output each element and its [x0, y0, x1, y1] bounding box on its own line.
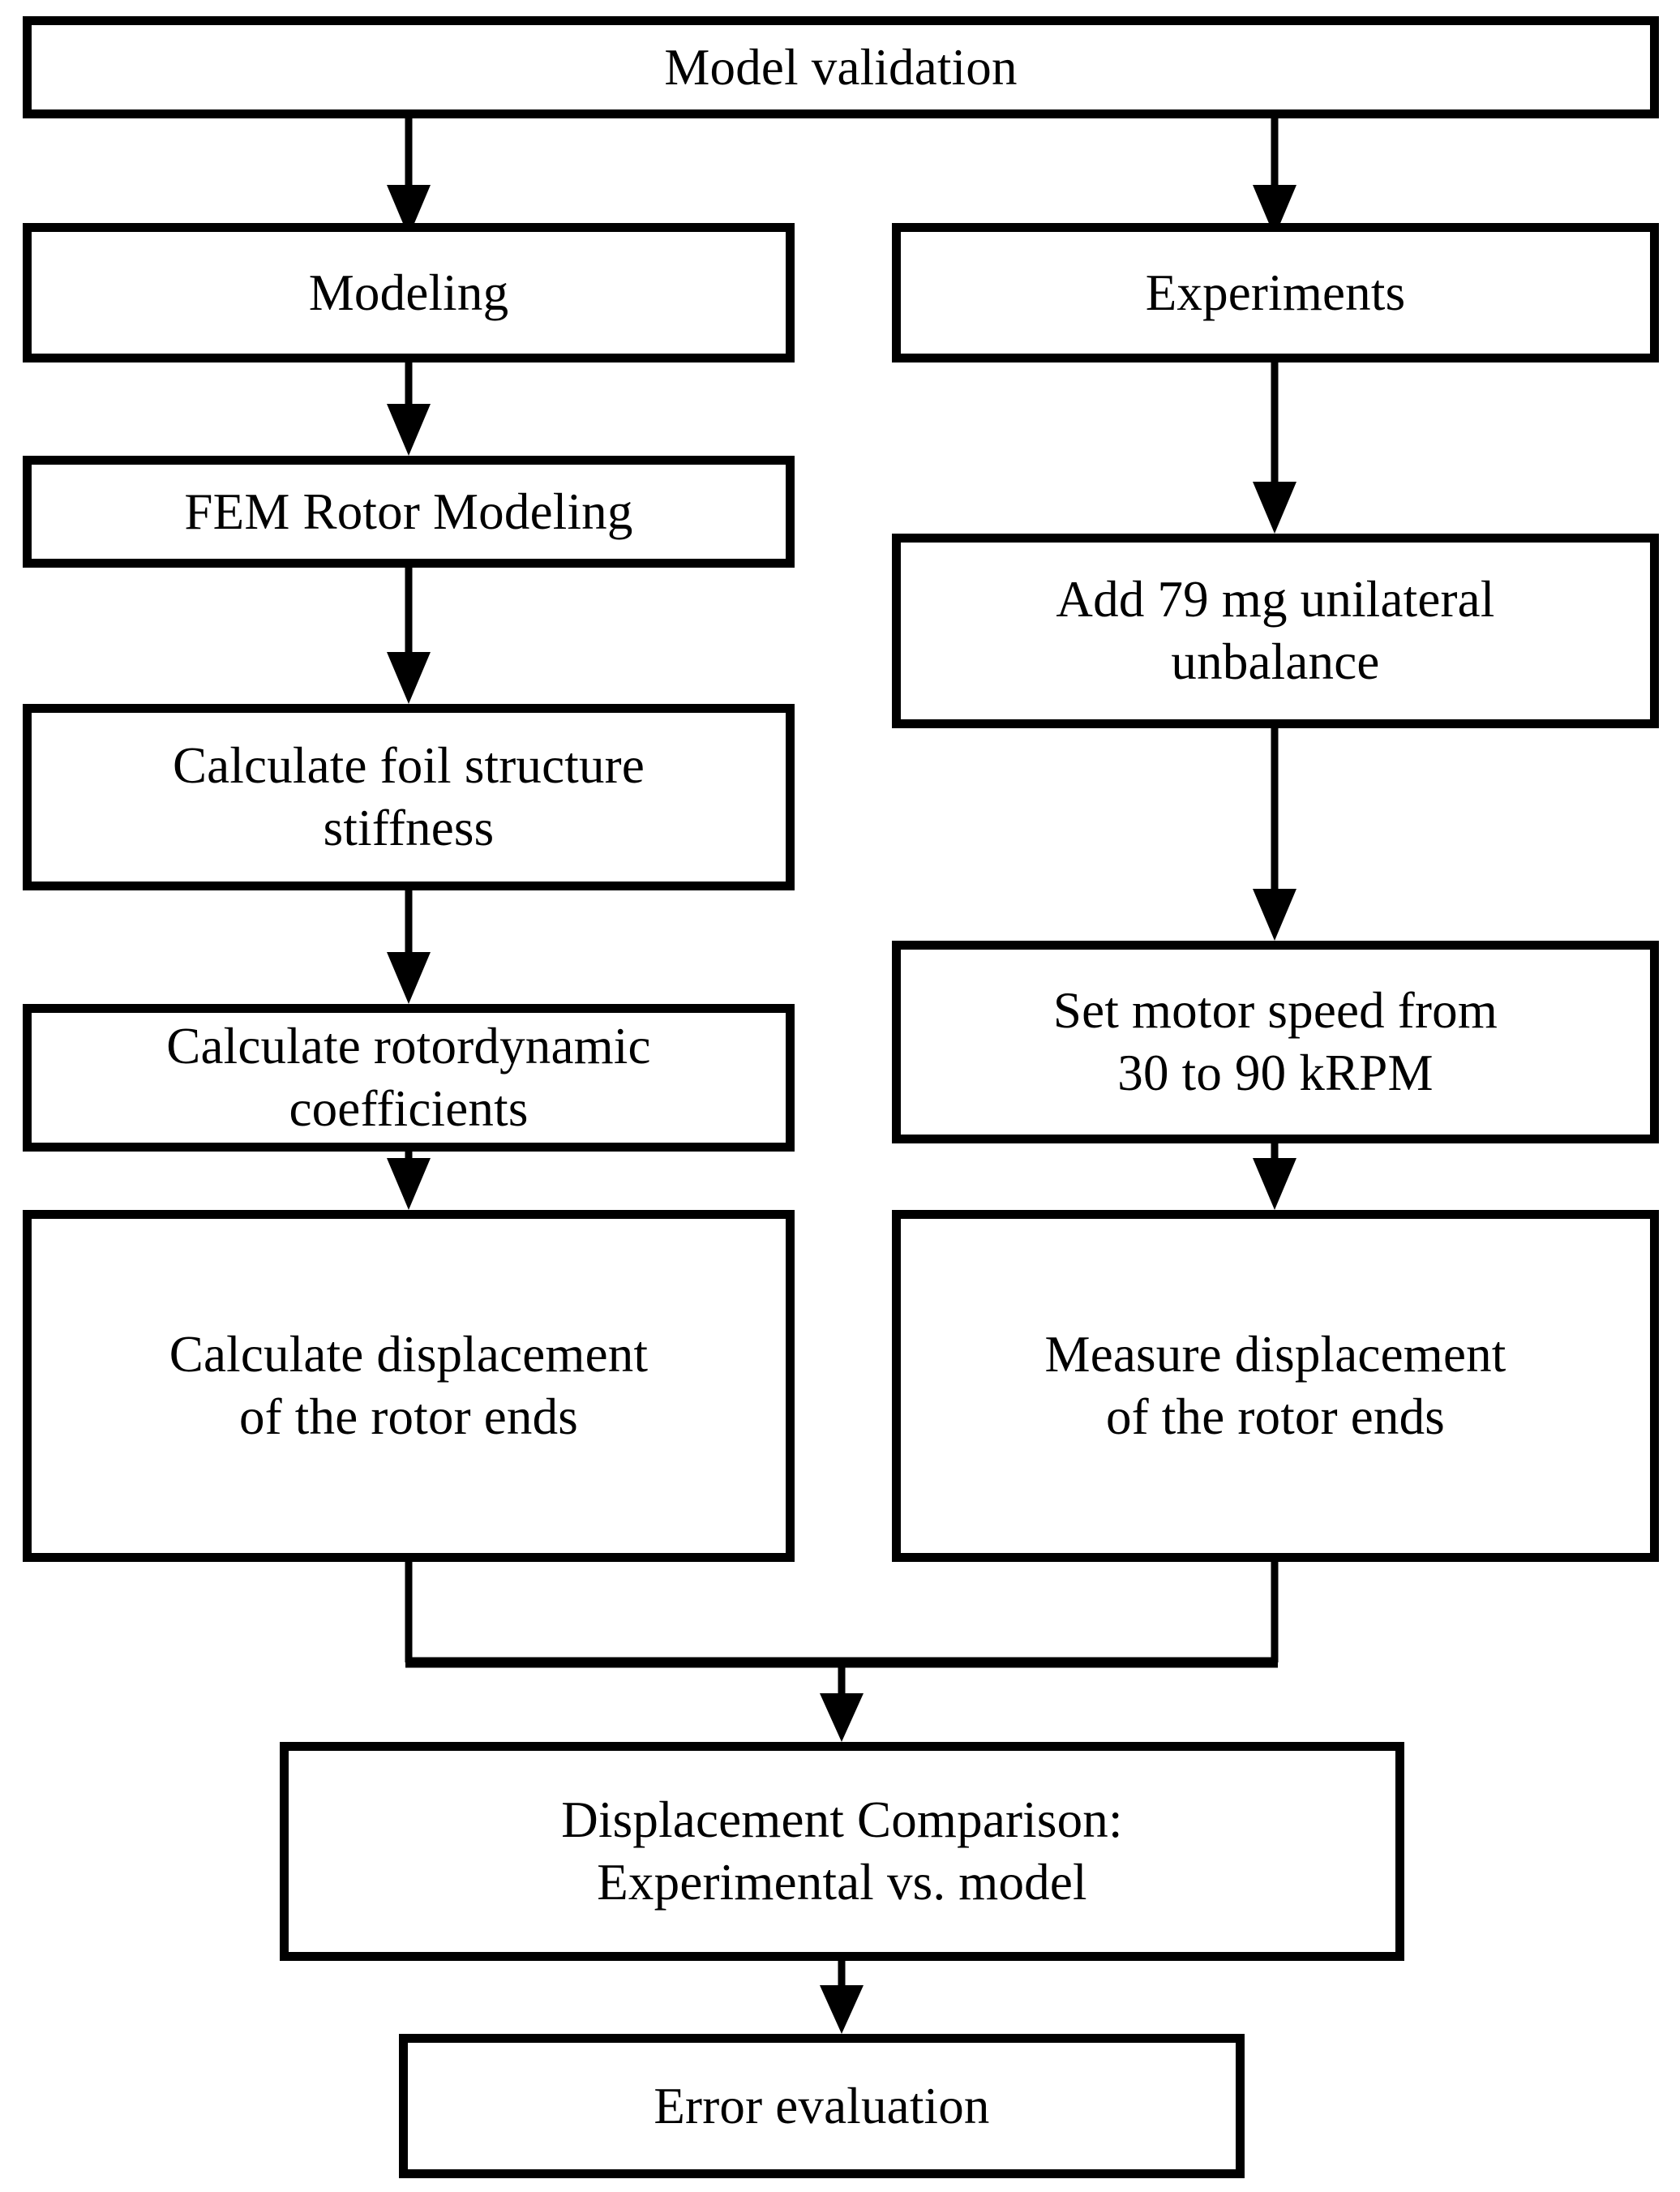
node-measure-displacement[interactable]: Measure displacement of the rotor ends — [892, 1210, 1659, 1562]
arrowhead-comparison-to-error — [820, 1985, 864, 2034]
node-experiments[interactable]: Experiments — [892, 223, 1659, 362]
node-label-displacement-comparison: Displacement Comparison: Experimental vs… — [561, 1791, 1123, 1911]
node-label-error-evaluation: Error evaluation — [654, 2077, 990, 2134]
arrowhead-merge-to-comparison — [820, 1693, 864, 1742]
node-error-evaluation[interactable]: Error evaluation — [399, 2034, 1245, 2178]
arrowhead-modeling-to-fem — [387, 404, 431, 456]
node-label-calculate-foil-stiffness: Calculate foil structure stiffness — [172, 737, 645, 856]
arrowhead-fem-to-foil-stiffness — [387, 652, 431, 704]
arrowhead-foil-stiffness-to-rotordynamic — [387, 952, 431, 1004]
node-label-measure-displacement: Measure displacement of the rotor ends — [1044, 1326, 1506, 1445]
node-calculate-rotordynamic-coefficients[interactable]: Calculate rotordynamic coefficients — [23, 1004, 795, 1152]
node-label-modeling: Modeling — [308, 264, 509, 321]
node-label-model-validation: Model validation — [664, 38, 1018, 96]
node-label-fem-rotor-modeling: FEM Rotor Modeling — [184, 483, 633, 540]
node-calculate-foil-stiffness[interactable]: Calculate foil structure stiffness — [23, 704, 795, 890]
arrowhead-set-speed-to-measure-disp — [1253, 1158, 1296, 1210]
node-set-motor-speed[interactable]: Set motor speed from 30 to 90 kRPM — [892, 941, 1659, 1143]
node-calculate-displacement[interactable]: Calculate displacement of the rotor ends — [23, 1210, 795, 1562]
node-displacement-comparison[interactable]: Displacement Comparison: Experimental vs… — [280, 1742, 1404, 1961]
node-label-calculate-rotordynamic-coefficients: Calculate rotordynamic coefficients — [166, 1018, 651, 1137]
node-fem-rotor-modeling[interactable]: FEM Rotor Modeling — [23, 456, 795, 568]
arrowhead-add-unbalance-to-set-speed — [1253, 889, 1296, 941]
node-label-experiments: Experiments — [1145, 264, 1406, 321]
node-model-validation[interactable]: Model validation — [23, 16, 1659, 118]
node-label-calculate-displacement: Calculate displacement of the rotor ends — [169, 1326, 649, 1445]
node-label-add-unbalance: Add 79 mg unilateral unbalance — [1056, 571, 1495, 690]
node-modeling[interactable]: Modeling — [23, 223, 795, 362]
arrowhead-rotordynamic-to-calc-disp — [387, 1158, 431, 1210]
node-label-set-motor-speed: Set motor speed from 30 to 90 kRPM — [1052, 982, 1498, 1101]
arrowhead-experiments-to-add-unbalance — [1253, 482, 1296, 534]
node-add-unbalance[interactable]: Add 79 mg unilateral unbalance — [892, 534, 1659, 728]
